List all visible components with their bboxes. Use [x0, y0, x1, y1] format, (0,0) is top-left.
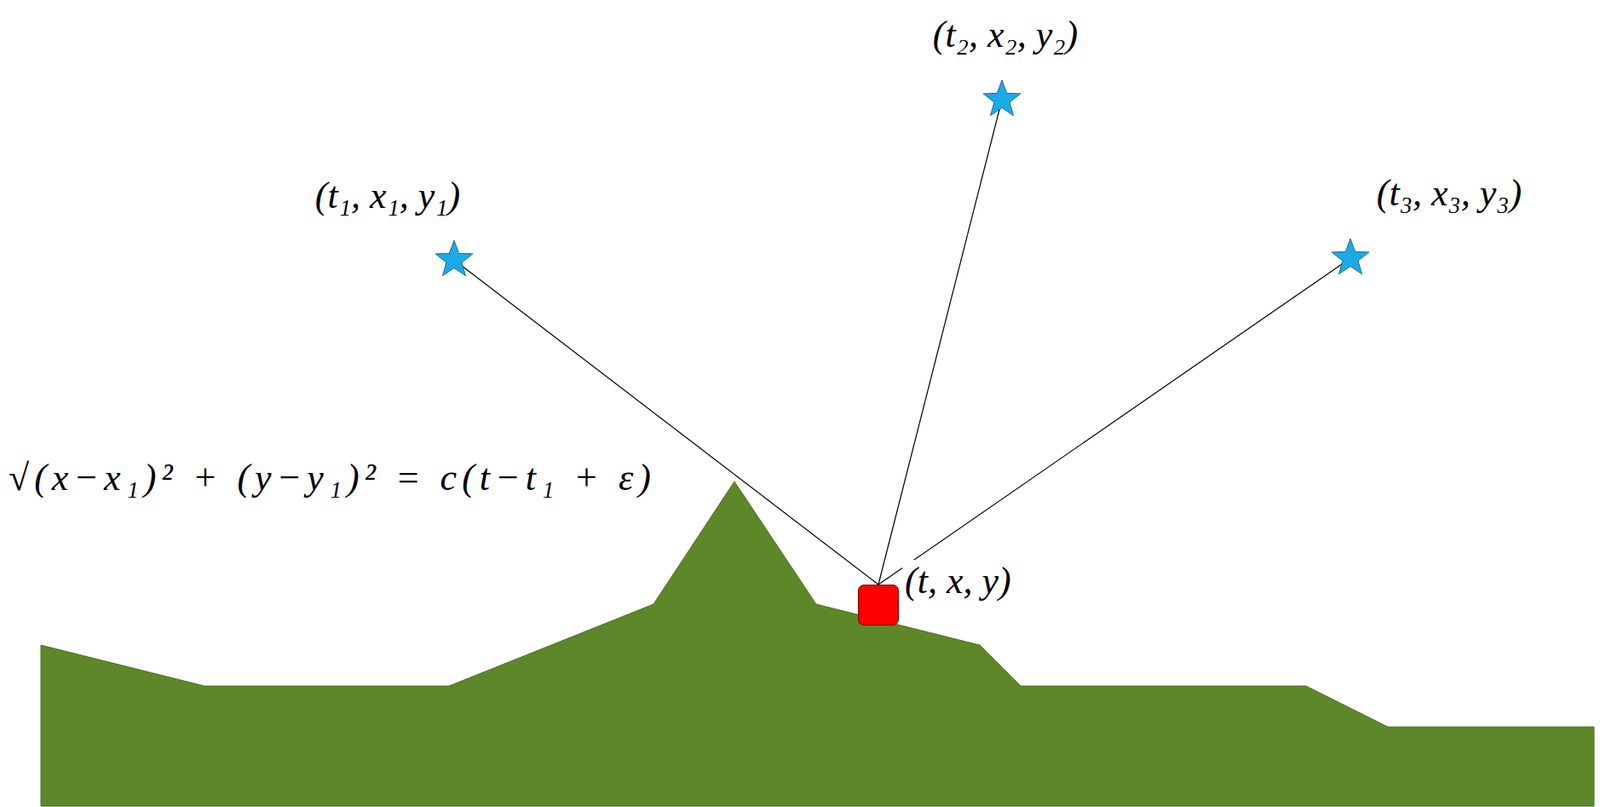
satellite-node: (t₁, x₁, y₁) — [315, 174, 461, 219]
star-shape — [1331, 238, 1370, 275]
star-symbol — [980, 78, 1024, 121]
receiver-node: (t, x, y) — [857, 584, 899, 626]
star-shape — [983, 80, 1021, 116]
equation: √(x−x₁)² + (y−y₁)² = c(t−t₁ + ε) — [8, 456, 657, 501]
satellite-node: (t₂, x₂, y₂) — [932, 13, 1078, 58]
terrain — [40, 481, 1595, 806]
signal-line — [878, 258, 1351, 585]
star-symbol — [1329, 236, 1372, 280]
satellite-node: (t₃, x₃, y₃) — [1376, 172, 1522, 216]
star-symbol — [432, 238, 476, 282]
signal-line — [454, 259, 879, 585]
coordinate-label: (t, x, y) — [902, 559, 1014, 604]
coordinate-label: (t₁, x₁, y₁) — [315, 174, 461, 219]
coordinate-label: (t₃, x₃, y₃) — [1376, 172, 1522, 216]
star-shape — [435, 240, 473, 277]
coordinate-label: (t₂, x₂, y₂) — [932, 13, 1078, 58]
